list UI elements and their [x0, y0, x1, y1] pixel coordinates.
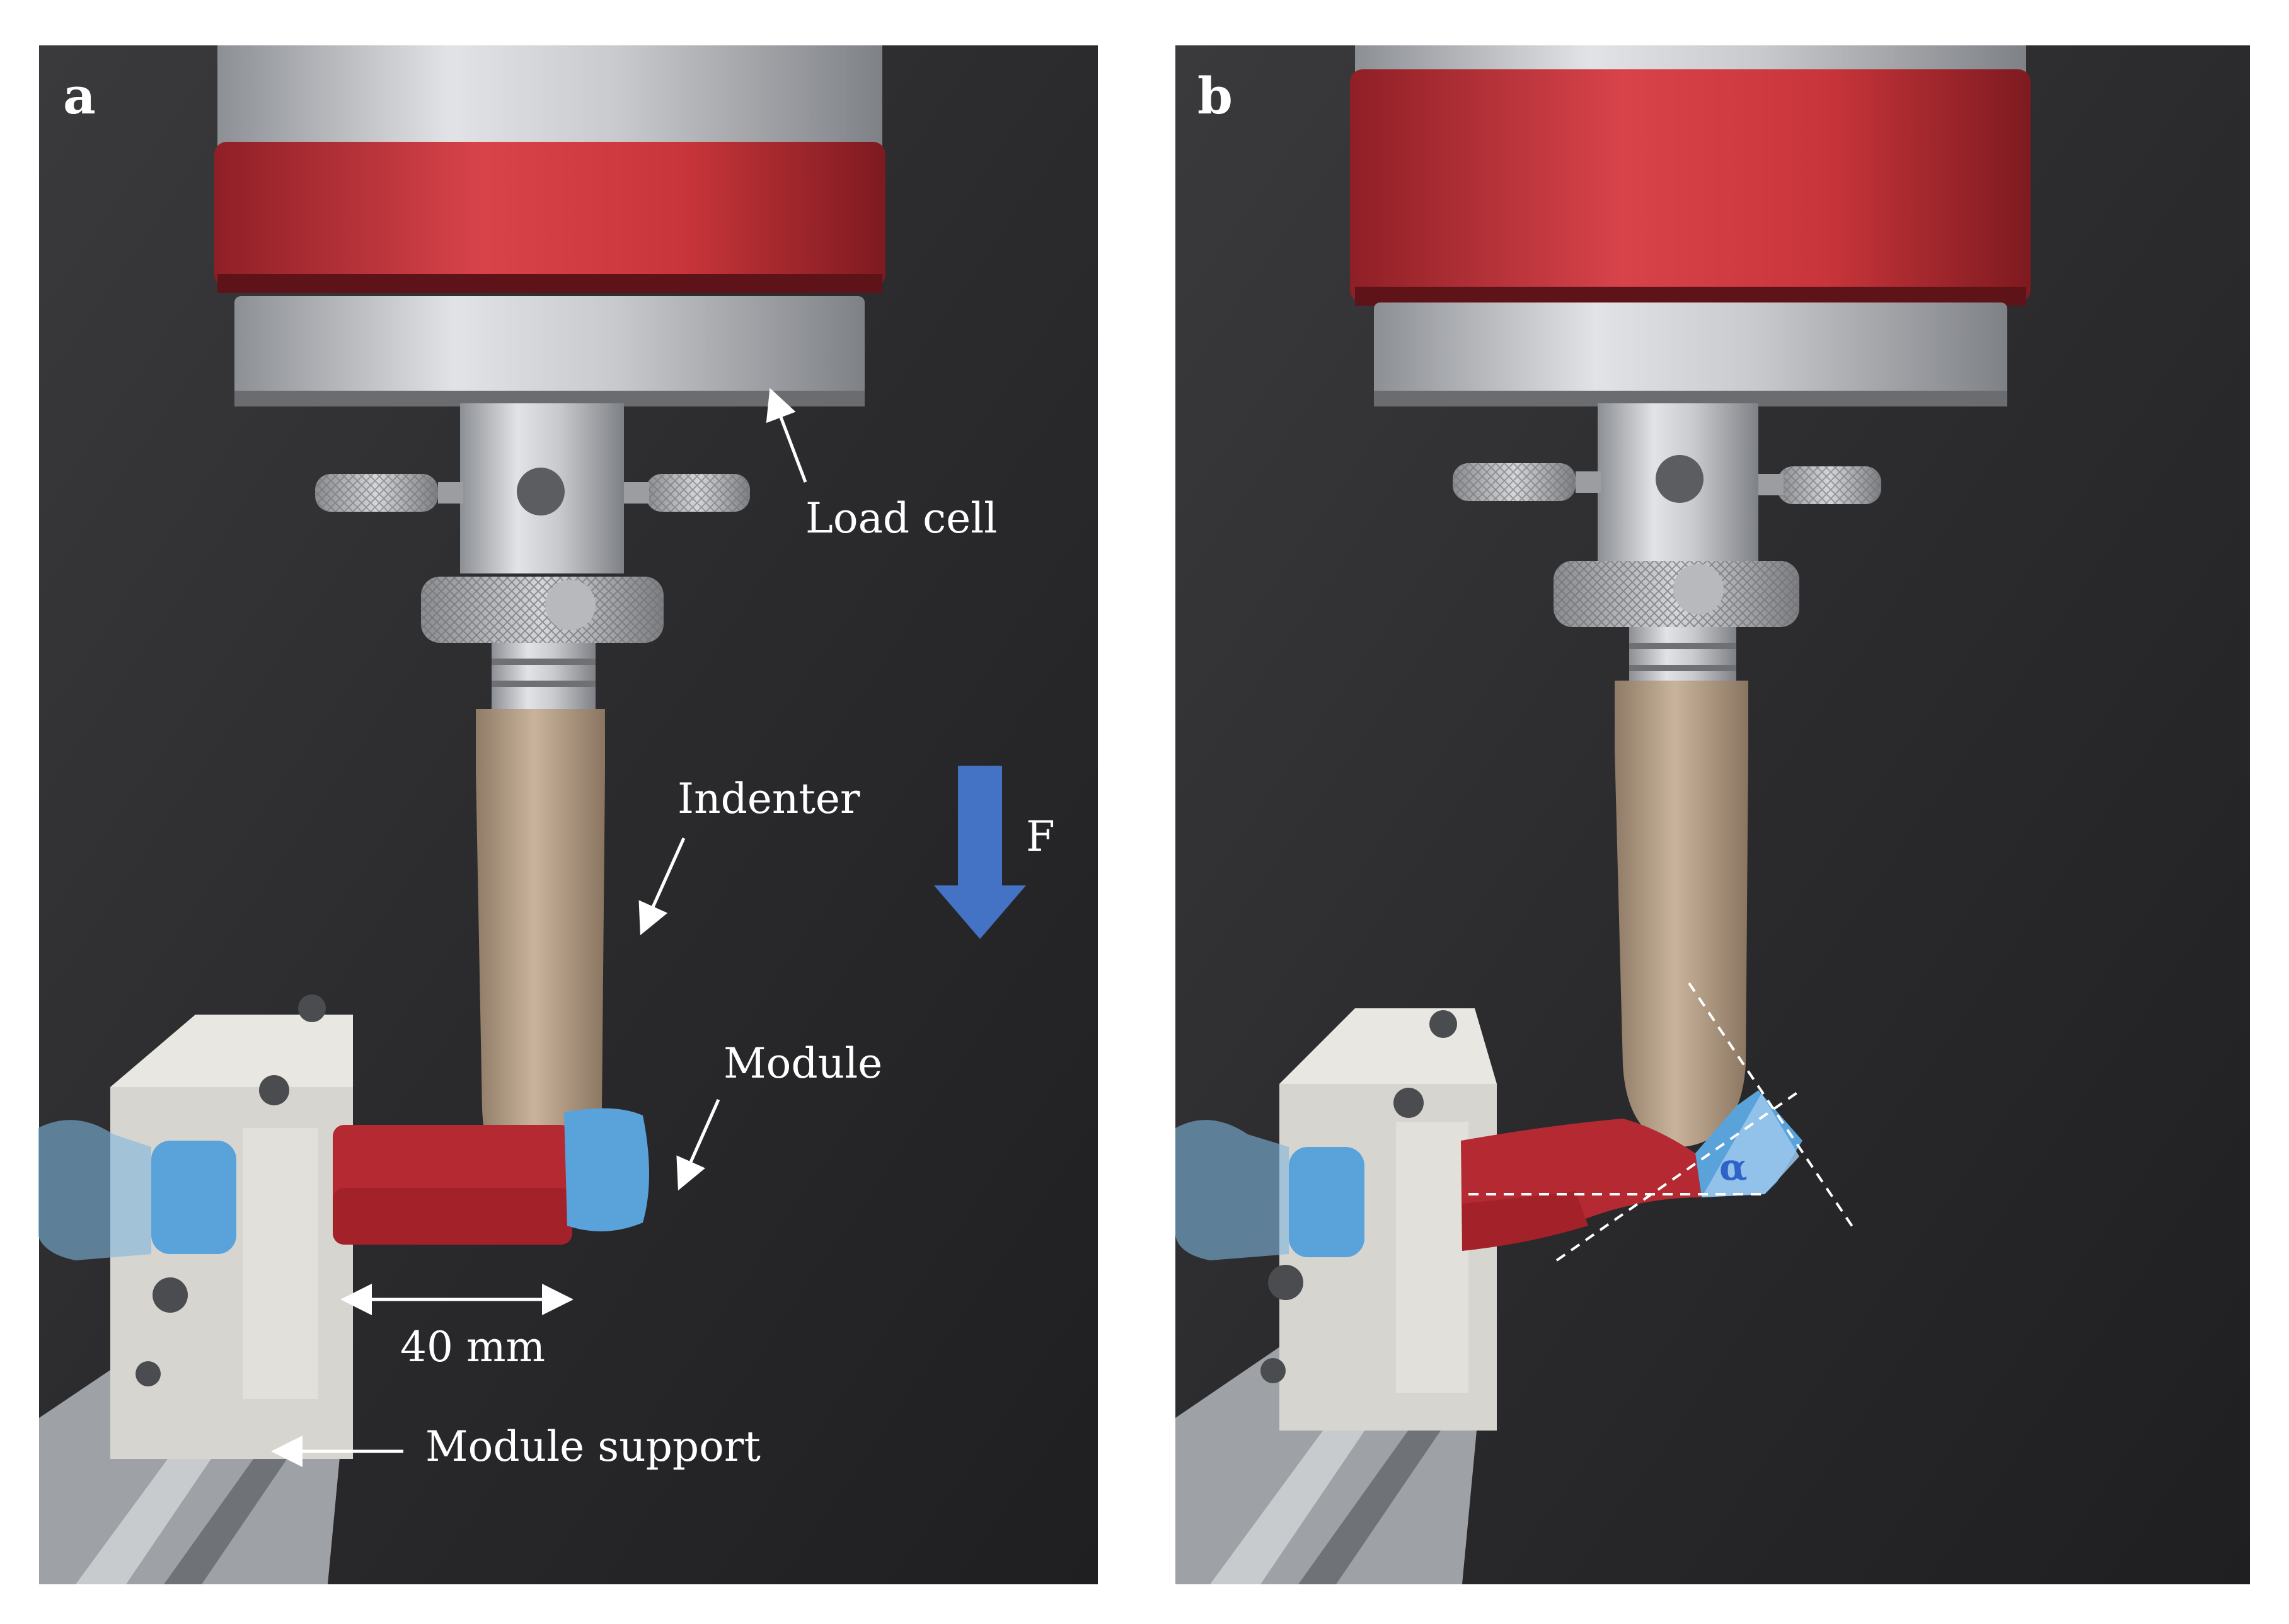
angle-label: α — [1719, 1146, 1748, 1189]
load-cell — [214, 45, 885, 712]
module-arrow — [676, 1098, 720, 1191]
load-cell-label: Load cell — [805, 494, 997, 543]
force-arrow — [934, 766, 1026, 939]
indenter-label: Indenter — [677, 775, 860, 823]
callout-arrows — [271, 388, 807, 1467]
module-support — [39, 994, 353, 1584]
angle-annotation: α — [1468, 982, 1857, 1262]
module-support-label: Module support — [425, 1422, 761, 1471]
axis-line-tilted — [1555, 1088, 1804, 1262]
indenter-arrow — [638, 837, 686, 936]
length-label: 40 mm — [400, 1323, 545, 1371]
module-label: Module — [724, 1039, 882, 1088]
load-cell — [1350, 45, 2031, 684]
panel-b-letter: b — [1197, 66, 1233, 125]
module — [38, 1108, 649, 1260]
angle-fill — [1702, 1093, 1799, 1197]
indenter — [476, 709, 605, 1191]
force-label: F — [1026, 812, 1055, 861]
panel-b: α b — [1175, 45, 2250, 1584]
indenter — [1615, 681, 1748, 1147]
panel-a-letter: a — [63, 66, 96, 125]
panel-a: a Load cell Indenter F Module 40 mm Modu… — [38, 45, 1098, 1584]
axis-line-indenter — [1688, 982, 1857, 1233]
load-cell-arrow — [766, 388, 807, 483]
